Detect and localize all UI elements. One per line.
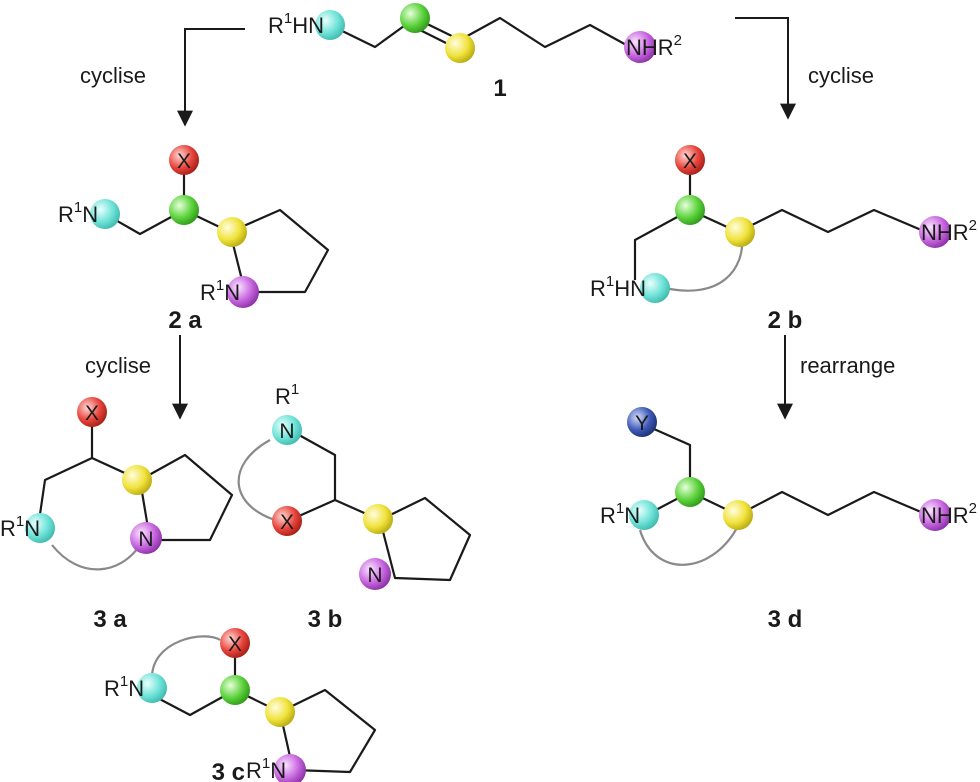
x-label: X bbox=[683, 150, 697, 173]
yellow-atom-marker bbox=[445, 33, 475, 63]
compound-1: R1HN NHR2 1 bbox=[268, 3, 682, 102]
cyan-atom-marker bbox=[25, 513, 55, 543]
yellow-atom-marker bbox=[122, 465, 152, 495]
red-x-marker bbox=[169, 145, 199, 175]
yellow-atom-marker bbox=[265, 697, 295, 727]
left-cyclise-arrow: cyclise bbox=[80, 28, 245, 127]
compound-label-3c: 3 c bbox=[212, 759, 245, 782]
r1-group: R1 bbox=[275, 381, 299, 409]
rearrange-arrow: rearrange bbox=[777, 335, 895, 420]
green-atom-marker bbox=[220, 675, 250, 705]
compound-label-3b: 3 b bbox=[308, 606, 343, 633]
x-label: X bbox=[228, 633, 242, 656]
compound-1-chain bbox=[329, 16, 631, 49]
3b-chain bbox=[289, 429, 337, 522]
nhr2-group: NHR2 bbox=[626, 32, 682, 60]
3d-chain-a bbox=[644, 423, 692, 513]
compound-3b: R1 N X N 3 b bbox=[237, 381, 472, 633]
n-label: N bbox=[138, 528, 153, 551]
r1n-group: R1N bbox=[600, 500, 640, 528]
yellow-atom-marker bbox=[723, 500, 753, 530]
3a-ring-link bbox=[51, 544, 141, 571]
magenta-atom-marker bbox=[130, 522, 162, 554]
compound-label-2b: 2 b bbox=[768, 307, 803, 334]
2b-ring-link bbox=[664, 235, 744, 292]
x-label: X bbox=[177, 150, 191, 173]
compound-2a: X R1N R1N 2 a bbox=[58, 145, 330, 334]
r1n-ring-group: R1N bbox=[200, 277, 240, 305]
n-label: N bbox=[367, 564, 382, 587]
compound-3c: X R1N R1N 3 c bbox=[104, 628, 377, 782]
compound-3d: Y R1N NHR2 3 d bbox=[600, 407, 977, 633]
yellow-atom-marker bbox=[217, 217, 247, 247]
nhr2-group: NHR2 bbox=[921, 500, 977, 528]
n-label: N bbox=[279, 420, 294, 443]
3c-chain bbox=[151, 688, 281, 717]
cyan-atom-marker bbox=[629, 500, 659, 530]
red-x-marker bbox=[220, 628, 250, 658]
3a-chain bbox=[36, 456, 141, 529]
red-x-marker bbox=[77, 397, 107, 427]
cyan-atom-marker bbox=[90, 199, 120, 229]
compound-label-2a: 2 a bbox=[168, 307, 202, 334]
3b-ring-link bbox=[237, 439, 276, 522]
x-label: X bbox=[85, 402, 99, 425]
step-label-cyclise-left: cyclise bbox=[80, 63, 146, 88]
green-atom-marker bbox=[169, 195, 199, 225]
3d-ring-link bbox=[638, 521, 741, 566]
green-atom-marker bbox=[675, 477, 705, 507]
cyan-atom-marker bbox=[272, 415, 302, 445]
step-label-cyclise-right: cyclise bbox=[808, 63, 874, 88]
compound-3a: X R1N N 3 a bbox=[0, 397, 234, 633]
nhr2-group: NHR2 bbox=[921, 217, 977, 245]
magenta-atom-marker bbox=[919, 499, 951, 531]
yellow-atom-marker bbox=[725, 217, 755, 247]
magenta-atom-marker bbox=[359, 558, 391, 590]
2b-chain bbox=[633, 208, 927, 280]
red-x-marker bbox=[272, 506, 302, 536]
r1n-group: R1N bbox=[58, 199, 98, 227]
red-x-marker bbox=[675, 145, 705, 175]
yellow-atom-marker bbox=[363, 504, 393, 534]
r1hn-group: R1HN bbox=[590, 273, 646, 301]
green-atom-marker bbox=[675, 195, 705, 225]
3b-pyrrolidine bbox=[378, 496, 472, 582]
3c-ring-link bbox=[150, 635, 221, 681]
y-label: Y bbox=[635, 412, 649, 435]
magenta-atom-marker bbox=[624, 31, 656, 63]
green-atom-marker bbox=[400, 3, 430, 33]
r1hn-group: R1HN bbox=[268, 10, 324, 38]
cyclise-2a-arrow: cyclise bbox=[85, 335, 188, 420]
r1n-group: R1N bbox=[104, 673, 144, 701]
magenta-atom-marker bbox=[919, 216, 951, 248]
cyan-atom-marker bbox=[315, 10, 345, 40]
blue-y-marker bbox=[627, 407, 657, 437]
compound-label-3d: 3 d bbox=[768, 606, 803, 633]
2a-chain bbox=[104, 208, 231, 236]
r1n-ring-group: R1N bbox=[246, 755, 286, 782]
magenta-atom-marker bbox=[227, 276, 259, 308]
compound-label-1: 1 bbox=[493, 75, 506, 102]
compound-2b: X R1HN NHR2 2 b bbox=[590, 145, 977, 334]
compound-label-3a: 3 a bbox=[93, 606, 127, 633]
x-label: X bbox=[280, 511, 294, 534]
cyan-atom-marker bbox=[640, 273, 670, 303]
r1n-group: R1N bbox=[0, 513, 40, 541]
step-label-rearrange: rearrange bbox=[800, 353, 895, 378]
right-cyclise-arrow: cyclise bbox=[735, 17, 874, 120]
step-label-cyclise-2a: cyclise bbox=[85, 353, 151, 378]
cyan-atom-marker bbox=[137, 673, 167, 703]
magenta-atom-marker bbox=[274, 754, 306, 782]
